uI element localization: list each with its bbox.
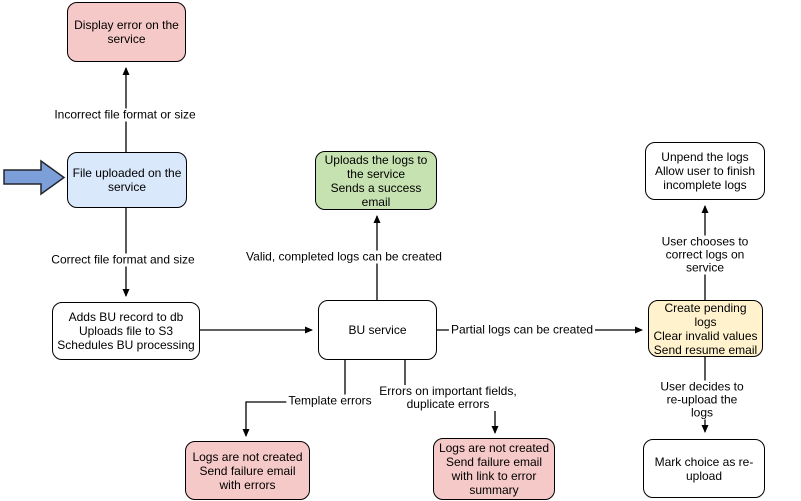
edge-label-correct-format: Correct file format and size bbox=[49, 252, 197, 267]
node-unpend-logs[interactable]: Unpend the logs Allow user to finish inc… bbox=[645, 142, 765, 200]
node-bu-service[interactable]: BU service bbox=[318, 300, 437, 360]
node-label: File uploaded on the service bbox=[72, 166, 182, 194]
node-label: Mark choice as re- upload bbox=[654, 454, 754, 483]
node-create-pending-logs[interactable]: Create pending logs Clear invalid values… bbox=[648, 300, 763, 357]
node-display-error[interactable]: Display error on the service bbox=[67, 2, 186, 62]
node-label: Uploads the logs to the service Sends a … bbox=[324, 152, 428, 209]
edge-label-valid-completed: Valid, completed logs can be created bbox=[244, 249, 444, 264]
node-label: Unpend the logs Allow user to finish inc… bbox=[654, 150, 756, 192]
node-label: Create pending logs Clear invalid values… bbox=[653, 300, 758, 357]
edge-label-user-reupload: User decides to re-upload the logs bbox=[652, 380, 752, 420]
edge-label-template-errors: Template errors bbox=[286, 393, 374, 408]
node-mark-choice-reupload[interactable]: Mark choice as re- upload bbox=[643, 439, 765, 498]
node-label: Logs are not created Send failure email … bbox=[192, 449, 303, 492]
node-logs-failure-summary[interactable]: Logs are not created Send failure email … bbox=[433, 438, 555, 500]
node-logs-failure-errors[interactable]: Logs are not created Send failure email … bbox=[185, 441, 310, 500]
node-file-uploaded[interactable]: File uploaded on the service bbox=[67, 152, 187, 208]
node-label: Display error on the service bbox=[74, 18, 179, 46]
edge-label-important-fields: Errors on important fields, duplicate er… bbox=[377, 384, 519, 411]
node-uploads-logs-success[interactable]: Uploads the logs to the service Sends a … bbox=[315, 151, 437, 210]
node-label: Logs are not created Send failure email … bbox=[438, 441, 550, 497]
edge-label-partial-logs: Partial logs can be created bbox=[448, 322, 596, 337]
node-adds-bu-record[interactable]: Adds BU record to db Uploads file to S3 … bbox=[52, 302, 200, 360]
edge-label-user-correct: User chooses to correct logs on service bbox=[657, 235, 753, 275]
edge-label-incorrect-format: Incorrect file format or size bbox=[52, 107, 198, 122]
node-label: BU service bbox=[348, 323, 407, 337]
node-label: Adds BU record to db Uploads file to S3 … bbox=[57, 310, 195, 352]
input-arrow-icon[interactable] bbox=[3, 159, 66, 196]
